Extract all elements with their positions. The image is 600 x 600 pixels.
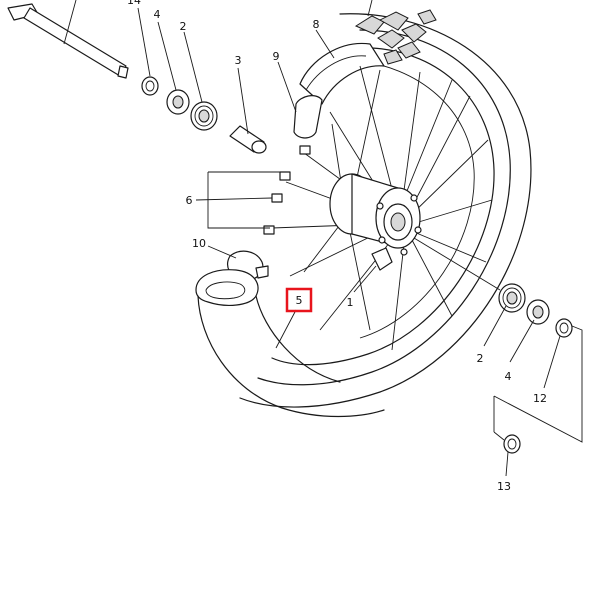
right-collar: [555, 318, 573, 338]
right-oil-seal: [526, 299, 550, 325]
spoke-nipples: [263, 145, 311, 235]
callout-13: 14: [127, 0, 141, 7]
bottom-collar: [503, 434, 521, 454]
front-axle: [7, 3, 129, 79]
callout-4-upper: 4: [154, 8, 161, 21]
callout-2-upper: 2: [180, 20, 187, 33]
callout-1: 1: [347, 296, 354, 309]
callout-9: 9: [273, 50, 280, 63]
highlight-box: [285, 287, 313, 313]
rim-band: [299, 42, 385, 105]
callout-5: 5: [296, 294, 303, 307]
wheel-rim: [239, 13, 532, 408]
callout-4-lower: 4: [505, 370, 512, 383]
leader-lines: [63, 0, 583, 477]
left-bearing: [190, 101, 218, 131]
callout-3: 3: [235, 54, 242, 67]
right-bearing: [498, 283, 526, 313]
callout-8: 8: [313, 18, 320, 31]
inner-tube: [195, 269, 385, 418]
collar-spacer: [229, 125, 267, 154]
wheel-hub: [329, 173, 422, 271]
callout-10: 10: [192, 237, 206, 250]
highlighted-callout-5: 5: [285, 287, 313, 313]
left-collar: [141, 76, 159, 96]
callout-labels: 14 4 2 3 9 8 6 10 1 2 4 12 13: [127, 0, 547, 493]
callout-2-lower: 2: [477, 352, 484, 365]
tire-tread: [354, 9, 437, 65]
callout-12: 12: [533, 392, 547, 405]
inner-tube-section: [293, 95, 323, 139]
callout-6: 6: [186, 194, 193, 207]
callout-14: 13: [497, 480, 511, 493]
left-oil-seal: [166, 89, 190, 115]
